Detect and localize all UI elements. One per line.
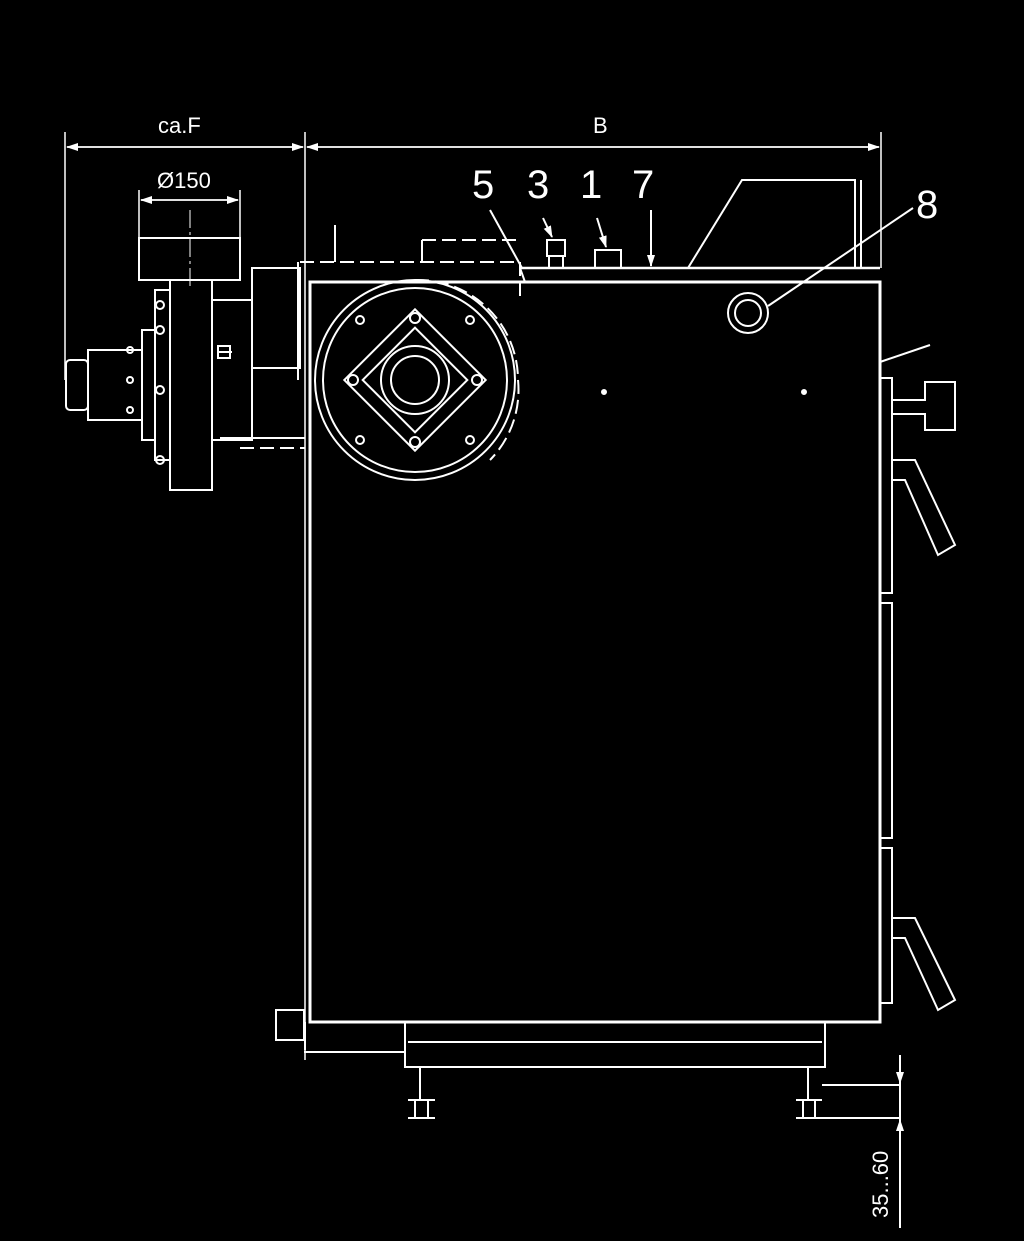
burner-assembly: [65, 210, 305, 491]
callout-leaders: [489, 207, 914, 307]
burner-flange: [314, 278, 520, 481]
callout-8: 8: [916, 183, 938, 227]
callout-7: 7: [632, 163, 654, 207]
top-connections: [546, 239, 769, 334]
foot-adjustment-label: 35...60: [868, 1151, 893, 1218]
dimension-lines-top: [64, 132, 882, 1060]
boiler-body: [275, 179, 957, 1119]
callout-1: 1: [580, 163, 602, 207]
flue-diameter-label: Ø150: [157, 168, 211, 193]
burner-projection-label: ca.F: [158, 113, 201, 138]
callout-3: 3: [527, 163, 549, 207]
callout-5: 5: [472, 163, 494, 207]
overall-width-label: B: [593, 113, 608, 138]
